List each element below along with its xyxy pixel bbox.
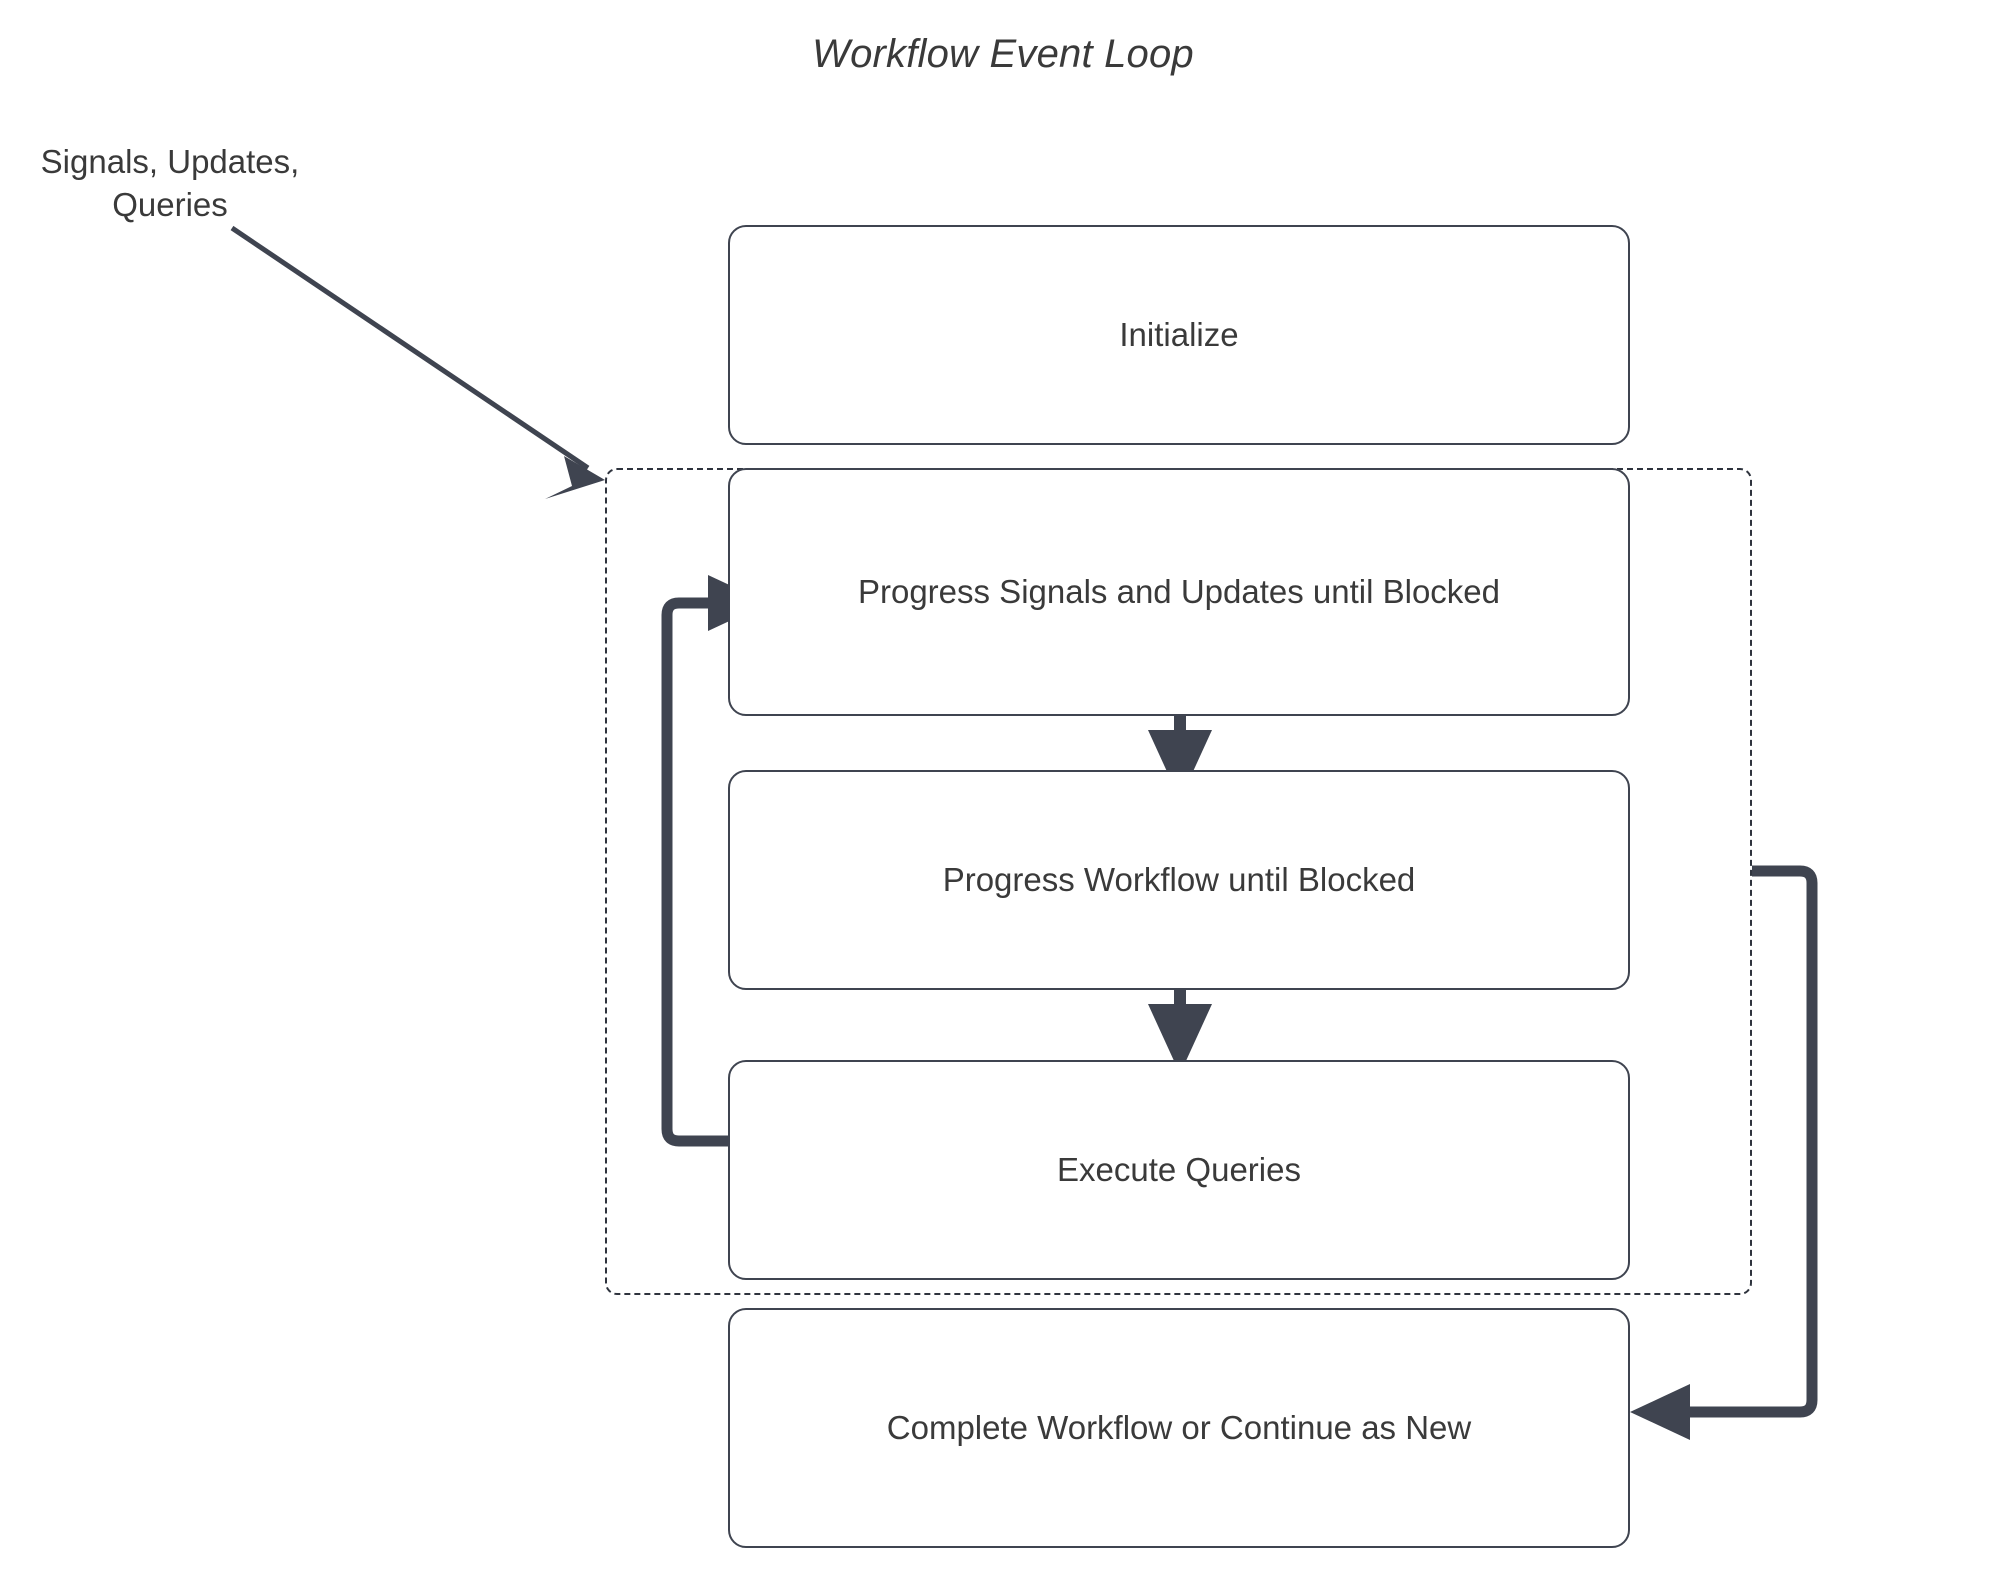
node-complete-workflow-label: Complete Workflow or Continue as New: [886, 1409, 1472, 1447]
node-initialize[interactable]: Initialize: [728, 225, 1630, 445]
node-execute-queries[interactable]: Execute Queries: [728, 1060, 1630, 1280]
external-input-label: Signals, Updates, Queries: [20, 140, 320, 226]
node-progress-workflow[interactable]: Progress Workflow until Blocked: [728, 770, 1630, 990]
node-progress-workflow-label: Progress Workflow until Blocked: [942, 861, 1416, 899]
node-progress-signals-and-updates-label: Progress Signals and Updates until Block…: [857, 573, 1501, 611]
external-input-line-1: Signals, Updates,: [40, 143, 300, 180]
external-input-line-2: Queries: [112, 186, 228, 223]
node-complete-workflow[interactable]: Complete Workflow or Continue as New: [728, 1308, 1630, 1548]
edge-external-input-to-loop: [230, 225, 605, 499]
node-initialize-label: Initialize: [1119, 316, 1239, 354]
node-execute-queries-label: Execute Queries: [1057, 1151, 1301, 1189]
page-title: Workflow Event Loop: [812, 32, 1194, 76]
node-progress-signals-and-updates[interactable]: Progress Signals and Updates until Block…: [728, 468, 1630, 716]
